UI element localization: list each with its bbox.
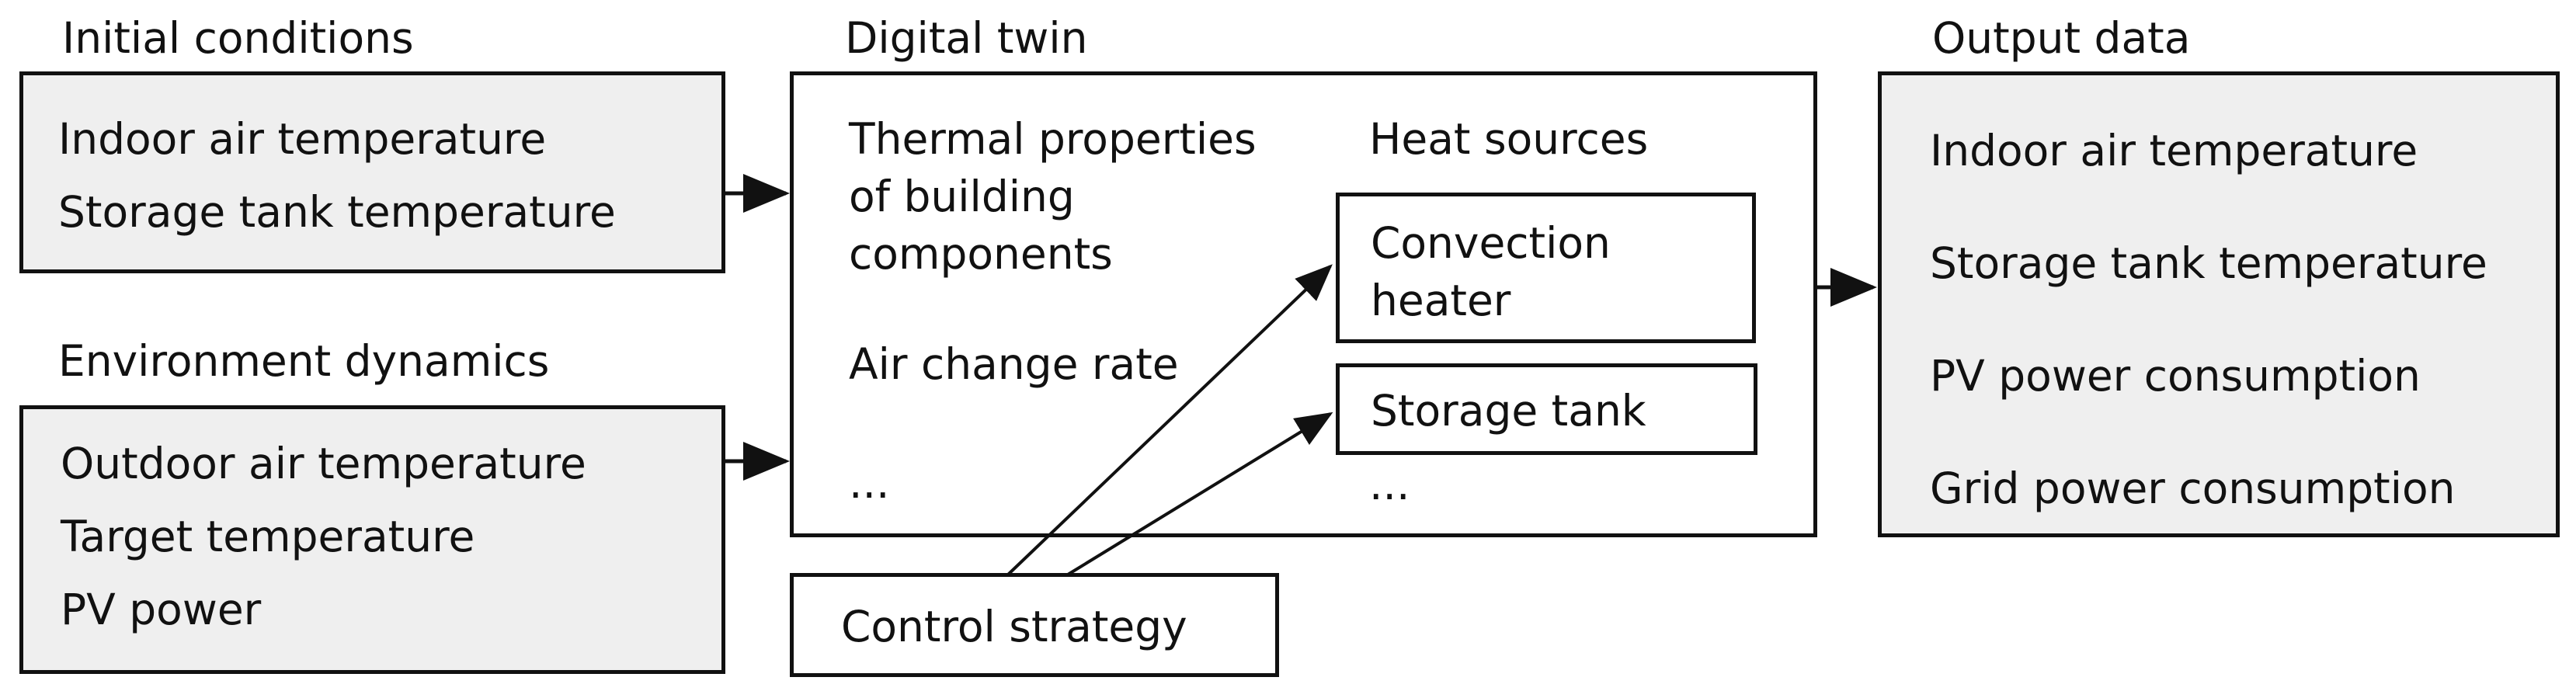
- output-data-item: Grid power consumption: [1930, 464, 2456, 513]
- output-data-item: PV power consumption: [1930, 351, 2421, 401]
- environment-dynamics-title: Environment dynamics: [58, 336, 550, 386]
- environment-dynamics-item: PV power: [61, 585, 262, 634]
- control-strategy-label: Control strategy: [841, 602, 1187, 651]
- initial-conditions-title: Initial conditions: [62, 13, 414, 63]
- arrow-control-to-convection-heater: [1006, 264, 1333, 576]
- output-data-title: Output data: [1932, 13, 2191, 63]
- output-data-item: Indoor air temperature: [1930, 126, 2418, 175]
- initial-conditions-box: [19, 71, 725, 273]
- convection-heater-box: [1336, 193, 1756, 343]
- convection-heater-line: Convection: [1371, 218, 1611, 268]
- storage-tank-label: Storage tank: [1371, 386, 1646, 436]
- environment-dynamics-item: Target temperature: [61, 512, 475, 561]
- convection-heater-line: heater: [1371, 276, 1511, 325]
- heat-sources-title: Heat sources: [1369, 114, 1649, 164]
- digital-twin-title: Digital twin: [845, 13, 1088, 63]
- heat-sources-more-label: ...: [1369, 460, 1410, 509]
- environment-dynamics-item: Outdoor air temperature: [61, 439, 586, 488]
- initial-conditions-item: Storage tank temperature: [58, 187, 616, 237]
- storage-tank-box: [1336, 363, 1757, 455]
- thermal-properties-line: of building: [849, 172, 1075, 221]
- digital-twin-more-label: ...: [849, 458, 890, 508]
- environment-dynamics-box: [19, 405, 725, 674]
- control-strategy-box: [790, 573, 1279, 677]
- output-data-box: [1878, 71, 2560, 537]
- initial-conditions-item: Indoor air temperature: [58, 114, 547, 164]
- air-change-rate-label: Air change rate: [849, 339, 1179, 389]
- output-data-item: Storage tank temperature: [1930, 238, 2487, 288]
- thermal-properties-line: components: [849, 229, 1113, 279]
- arrow-control-to-storage-tank: [1066, 412, 1333, 576]
- thermal-properties-line: Thermal properties: [849, 114, 1257, 164]
